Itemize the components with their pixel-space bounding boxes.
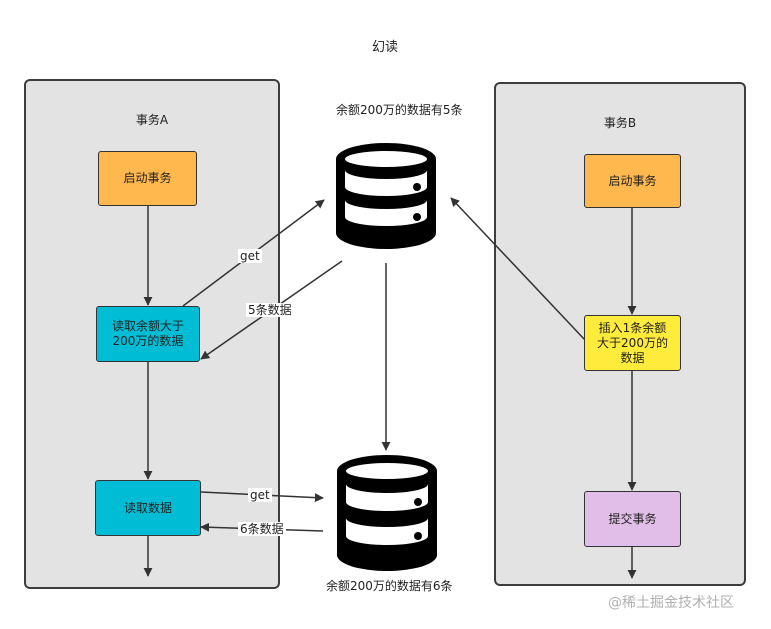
a-start-transaction-box: 启动事务 — [98, 151, 197, 206]
a-read-data-box: 读取数据 — [95, 480, 201, 536]
transaction-a-title: 事务A — [135, 113, 169, 127]
diagram-title: 幻读 — [371, 40, 398, 55]
database-top-icon — [336, 143, 436, 249]
edge-label-result-bottom: 6条数据 — [238, 522, 286, 536]
a-read-balance-box: 读取余额大于 200万的数据 — [96, 306, 200, 362]
a-read-data-label: 读取数据 — [123, 500, 172, 515]
database-bottom-icon — [337, 455, 437, 571]
transaction-b-title: 事务B — [603, 116, 637, 130]
b-commit-transaction-box: 提交事务 — [584, 491, 681, 547]
watermark: @稀土掘金技术社区 — [608, 595, 734, 611]
b-insert-line-2: 大于200万的 — [597, 335, 668, 350]
b-commit-transaction-label: 提交事务 — [608, 511, 657, 526]
database-top-caption: 余额200万的数据有5条 — [336, 103, 463, 117]
edge-label-result-top: 5条数据 — [246, 303, 294, 317]
edge-label-get-bottom: get — [248, 488, 272, 502]
edge-label-get-top: get — [238, 249, 262, 263]
a-start-transaction-label: 启动事务 — [123, 171, 172, 185]
edge-insert-to-db — [450, 197, 586, 341]
b-insert-line-3: 数据 — [620, 350, 645, 365]
a-read-balance-line-1: 读取余额大于 — [111, 319, 184, 333]
b-insert-row-box: 插入1条余额 大于200万的 数据 — [584, 315, 681, 371]
database-bottom-caption: 余额200万的数据有6条 — [326, 579, 453, 593]
b-start-transaction-box: 启动事务 — [584, 154, 681, 208]
b-insert-line-1: 插入1条余额 — [598, 320, 667, 335]
a-read-balance-line-2: 200万的数据 — [112, 334, 184, 348]
b-start-transaction-label: 启动事务 — [608, 173, 657, 188]
